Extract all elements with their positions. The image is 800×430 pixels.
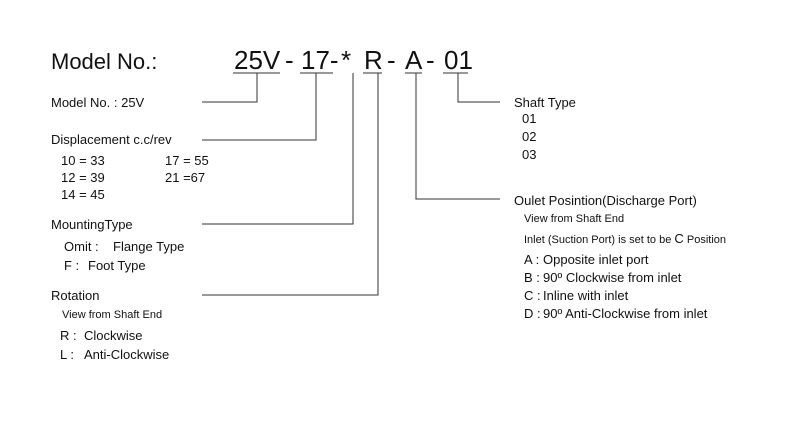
leader-model bbox=[202, 73, 258, 103]
outlet-option-key: B : bbox=[524, 270, 540, 285]
shaft-label: Shaft Type bbox=[514, 95, 576, 110]
outlet-label: Oulet Posintion(Discharge Port) bbox=[514, 193, 697, 208]
mounting-option-key: Omit : bbox=[64, 239, 99, 254]
mounting-option-value: Foot Type bbox=[88, 258, 146, 273]
outlet-note-1: View from Shaft End bbox=[524, 213, 625, 225]
code-01: 01 bbox=[444, 45, 473, 75]
mounting-option-value: Flange Type bbox=[113, 239, 185, 254]
leader-shaft bbox=[457, 73, 500, 103]
rotation-option-key: R : bbox=[60, 328, 77, 343]
shaft-item: 03 bbox=[522, 147, 537, 162]
outlet-option-value: Inline with inlet bbox=[543, 288, 629, 303]
leader-rotation bbox=[202, 73, 379, 296]
code-dash-2: - bbox=[387, 45, 396, 75]
outlet-option-key: D : bbox=[524, 306, 541, 321]
code-dash-1: - bbox=[285, 45, 294, 75]
code-a: A bbox=[405, 45, 423, 75]
code-25v: 25V bbox=[234, 45, 281, 75]
rotation-option-key: L : bbox=[60, 347, 74, 362]
rotation-label: Rotation bbox=[51, 288, 100, 303]
displacement-item: 21 =67 bbox=[165, 170, 206, 185]
code-dash-3: - bbox=[426, 45, 435, 75]
outlet-note-2-prefix: Inlet (Suction Port) is set to be bbox=[524, 234, 672, 246]
leader-displacement bbox=[202, 73, 317, 141]
shaft-item: 02 bbox=[522, 129, 537, 144]
outlet-option-key: C : bbox=[524, 288, 541, 303]
rotation-note: View from Shaft End bbox=[62, 309, 163, 321]
outlet-note-2-suffix: Position bbox=[686, 234, 727, 246]
model-no-title: Model No.: bbox=[51, 49, 158, 74]
shaft-item: 01 bbox=[522, 111, 537, 126]
mounting-label: MountingType bbox=[51, 217, 133, 232]
rotation-option-value: Anti-Clockwise bbox=[84, 347, 170, 362]
outlet-note-2-key: C bbox=[674, 231, 684, 246]
displacement-item: 12 = 39 bbox=[61, 170, 105, 185]
rotation-option-value: Clockwise bbox=[84, 328, 143, 343]
leader-outlet bbox=[415, 73, 500, 200]
displacement-item: 14 = 45 bbox=[61, 187, 105, 202]
code-r: R bbox=[364, 45, 383, 75]
displacement-item: 17 = 55 bbox=[165, 153, 209, 168]
displacement-label: Displacement c.c/rev bbox=[51, 132, 172, 147]
displacement-item: 10 = 33 bbox=[61, 153, 105, 168]
code-star: * bbox=[341, 45, 352, 75]
outlet-option-value: 90º Anti-Clockwise from inlet bbox=[543, 306, 708, 321]
outlet-note-2: Inlet (Suction Port) is set to be C Posi… bbox=[524, 232, 726, 246]
mounting-option-key: F : bbox=[64, 258, 80, 273]
outlet-option-value: 90º Clockwise from inlet bbox=[543, 270, 682, 285]
outlet-option-key: A : bbox=[524, 252, 540, 267]
leader-mounting bbox=[202, 73, 354, 225]
code-17: 17- bbox=[301, 45, 339, 75]
model-label: Model No. : 25V bbox=[51, 95, 145, 110]
outlet-option-value: Opposite inlet port bbox=[543, 252, 649, 267]
